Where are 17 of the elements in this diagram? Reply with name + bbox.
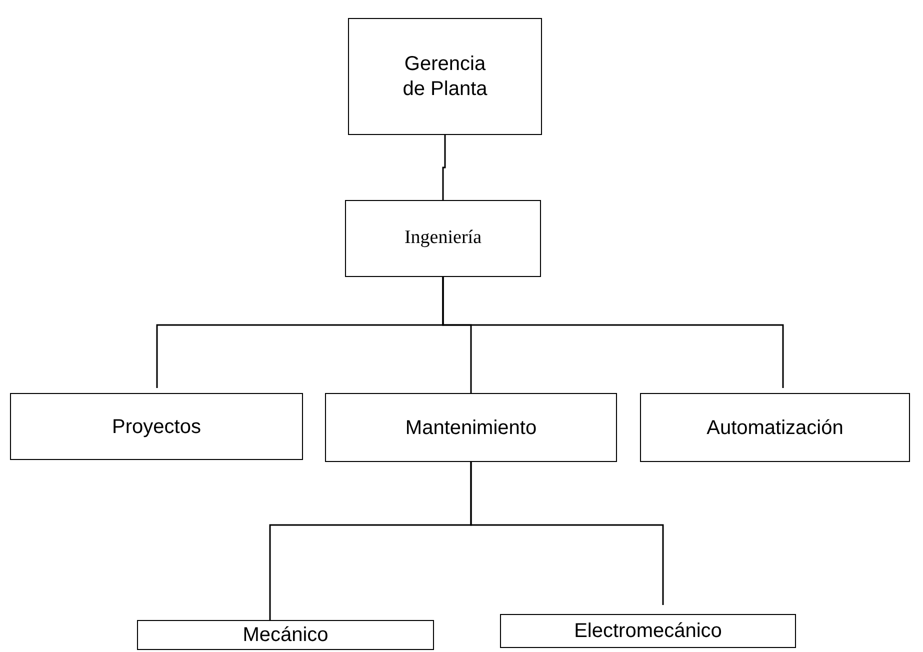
box-label: Automatización [706,416,844,440]
org-box [325,393,617,462]
org-box [348,18,542,135]
org-box [345,200,541,277]
connector-line [470,462,664,605]
connector-line [442,277,784,388]
box-label: Gerencia de Planta [402,52,488,102]
box-label: Ingeniería [404,226,482,250]
box-label: Mantenimiento [405,416,537,440]
org-box [500,614,796,648]
box-label: Proyectos [112,414,201,440]
org-box [137,620,434,650]
org-box [640,393,910,462]
box-label: Mecánico [242,623,328,648]
connector-line [442,135,446,200]
org-box [10,393,303,460]
box-label: Electromecánico [574,619,722,644]
